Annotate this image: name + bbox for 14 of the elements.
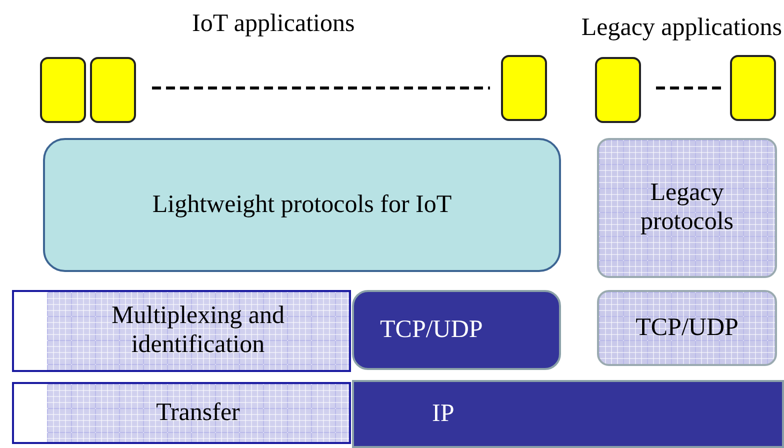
- application-box: [501, 55, 547, 121]
- protocol-layer: Legacy protocols: [597, 138, 777, 278]
- network-layer: IP: [352, 380, 784, 448]
- application-box: [595, 57, 641, 123]
- function-box: Multiplexing and identification: [12, 290, 351, 372]
- group-heading: Legacy applications: [581, 14, 782, 42]
- application-box: [730, 55, 776, 121]
- protocol-layer: Lightweight protocols for IoT: [43, 138, 561, 272]
- application-box: [90, 57, 136, 123]
- transport-layer: TCP/UDP: [352, 290, 561, 370]
- application-box: [40, 57, 86, 123]
- function-box: Transfer: [12, 382, 351, 444]
- group-heading: IoT applications: [192, 10, 355, 38]
- transport-layer: TCP/UDP: [597, 290, 777, 366]
